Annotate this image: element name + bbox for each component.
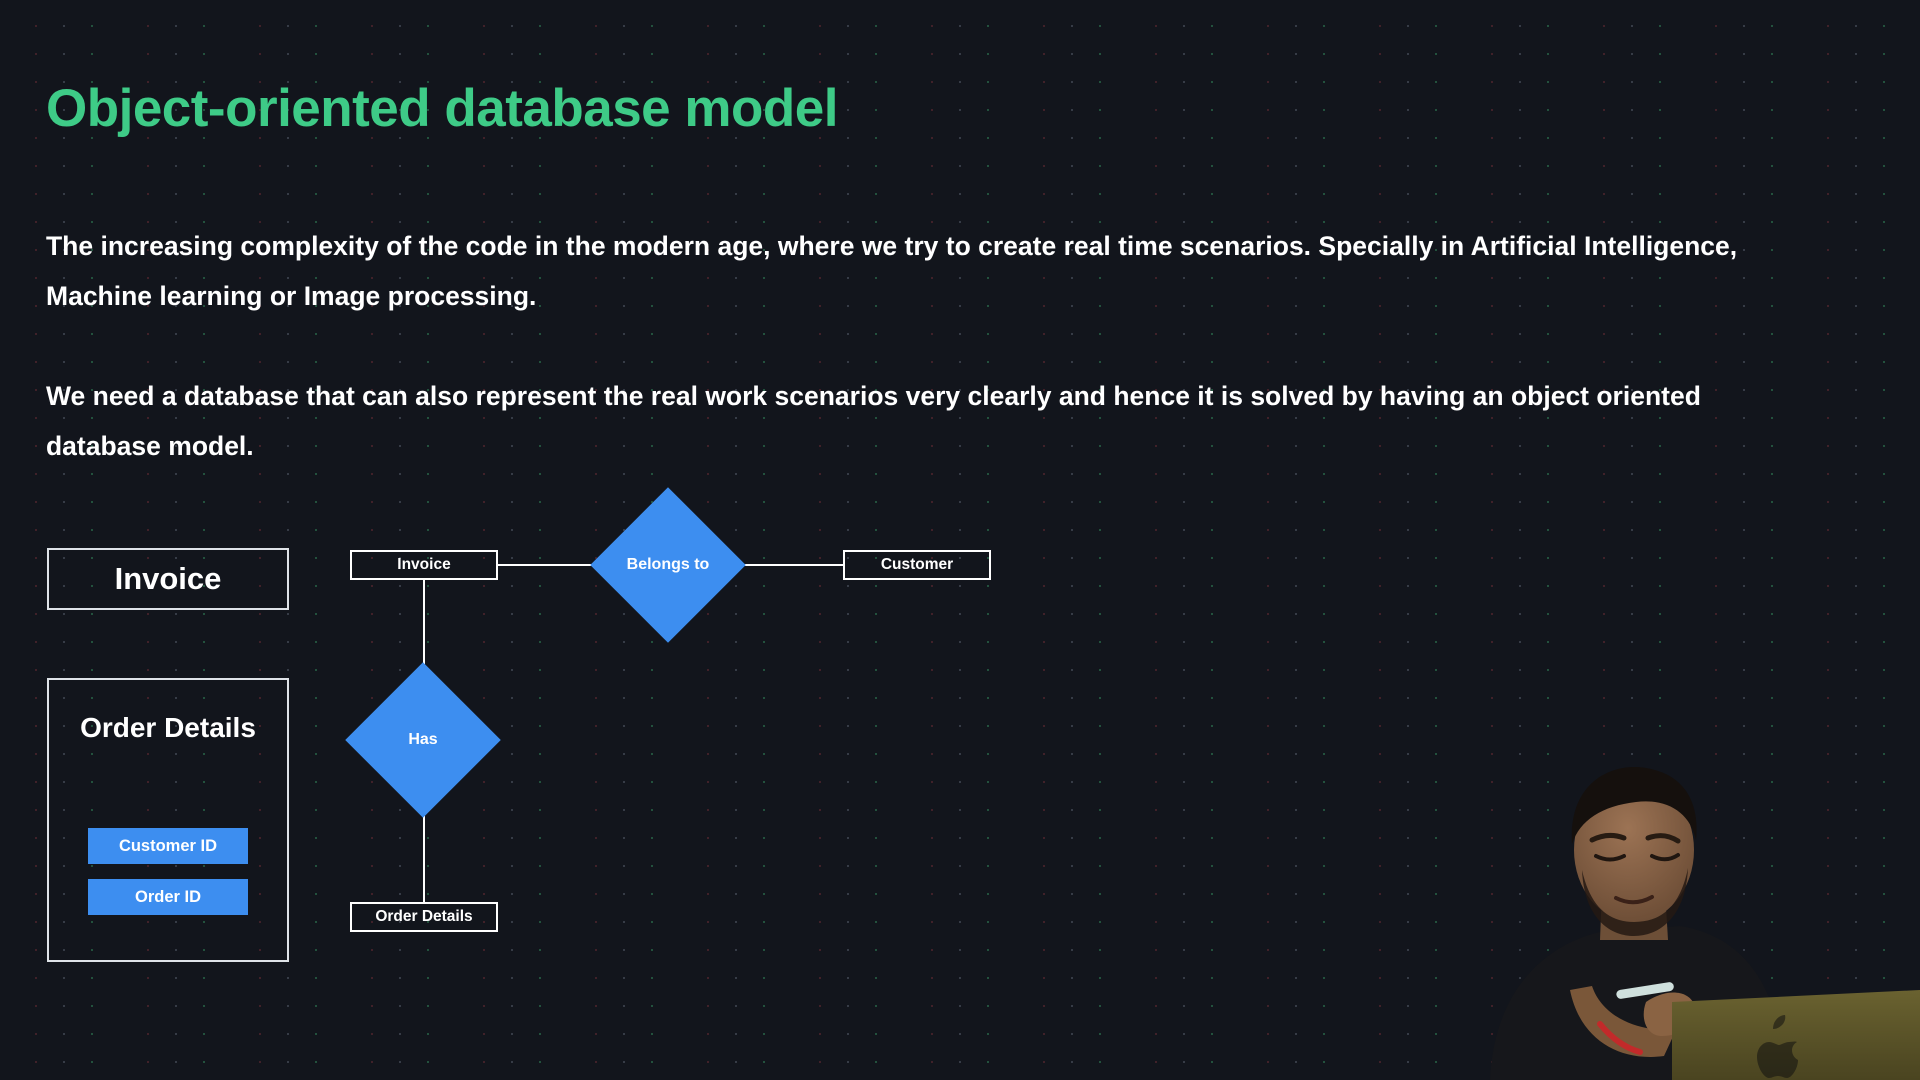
presenter-bracelet bbox=[1597, 1021, 1643, 1055]
presenter-mouth bbox=[1614, 895, 1654, 905]
object-panel-invoice-title: Invoice bbox=[114, 561, 222, 596]
er-relationship-belongs-to-label: Belongs to bbox=[626, 556, 710, 573]
presenter-webcam-overlay bbox=[1490, 767, 1920, 1080]
page-title: Object-oriented database model bbox=[46, 78, 838, 138]
object-panel-order-details-title: Order Details bbox=[80, 712, 256, 743]
presenter-eye-left bbox=[1594, 854, 1626, 862]
intro-paragraph-1: The increasing complexity of the code in… bbox=[46, 230, 1738, 311]
presenter-eyebrow-left bbox=[1589, 832, 1627, 843]
er-connector-has-order-details bbox=[423, 816, 425, 902]
er-relationship-has-label: Has bbox=[408, 731, 438, 748]
presenter-torso bbox=[1490, 926, 1786, 1080]
er-connector-belongs-to-customer bbox=[736, 564, 843, 566]
presenter-arm bbox=[1570, 986, 1676, 1057]
attribute-customer-id[interactable]: Customer ID bbox=[88, 828, 248, 864]
presenter-eye-right bbox=[1650, 853, 1680, 862]
presenter-hair bbox=[1571, 767, 1697, 844]
er-connector-invoice-belongs-to bbox=[498, 564, 600, 566]
er-relationship-belongs-to: Belongs to bbox=[590, 487, 746, 643]
er-connector-invoice-has bbox=[423, 580, 425, 664]
presenter-neck bbox=[1600, 890, 1668, 940]
presenter-head bbox=[1574, 778, 1694, 922]
presenter-eyebrow-right bbox=[1645, 833, 1681, 844]
er-diagram: Invoice Customer Order Details Belongs t… bbox=[345, 487, 991, 932]
object-panel-invoice: Invoice bbox=[47, 548, 289, 610]
presenter-stylus bbox=[1616, 982, 1674, 999]
attribute-order-id[interactable]: Order ID bbox=[88, 879, 248, 915]
intro-paragraph-2: We need a database that can also represe… bbox=[46, 380, 1701, 461]
er-entity-invoice: Invoice bbox=[350, 550, 498, 580]
laptop-lid bbox=[1672, 990, 1920, 1080]
apple-logo-icon bbox=[1757, 1015, 1798, 1078]
presenter-beard bbox=[1582, 868, 1688, 936]
presenter-hand bbox=[1643, 992, 1696, 1036]
er-relationship-has: Has bbox=[345, 662, 501, 818]
er-entity-customer: Customer bbox=[843, 550, 991, 580]
object-panel-order-details: Order Details Customer ID Order ID bbox=[47, 678, 289, 962]
er-entity-order-details: Order Details bbox=[350, 902, 498, 932]
